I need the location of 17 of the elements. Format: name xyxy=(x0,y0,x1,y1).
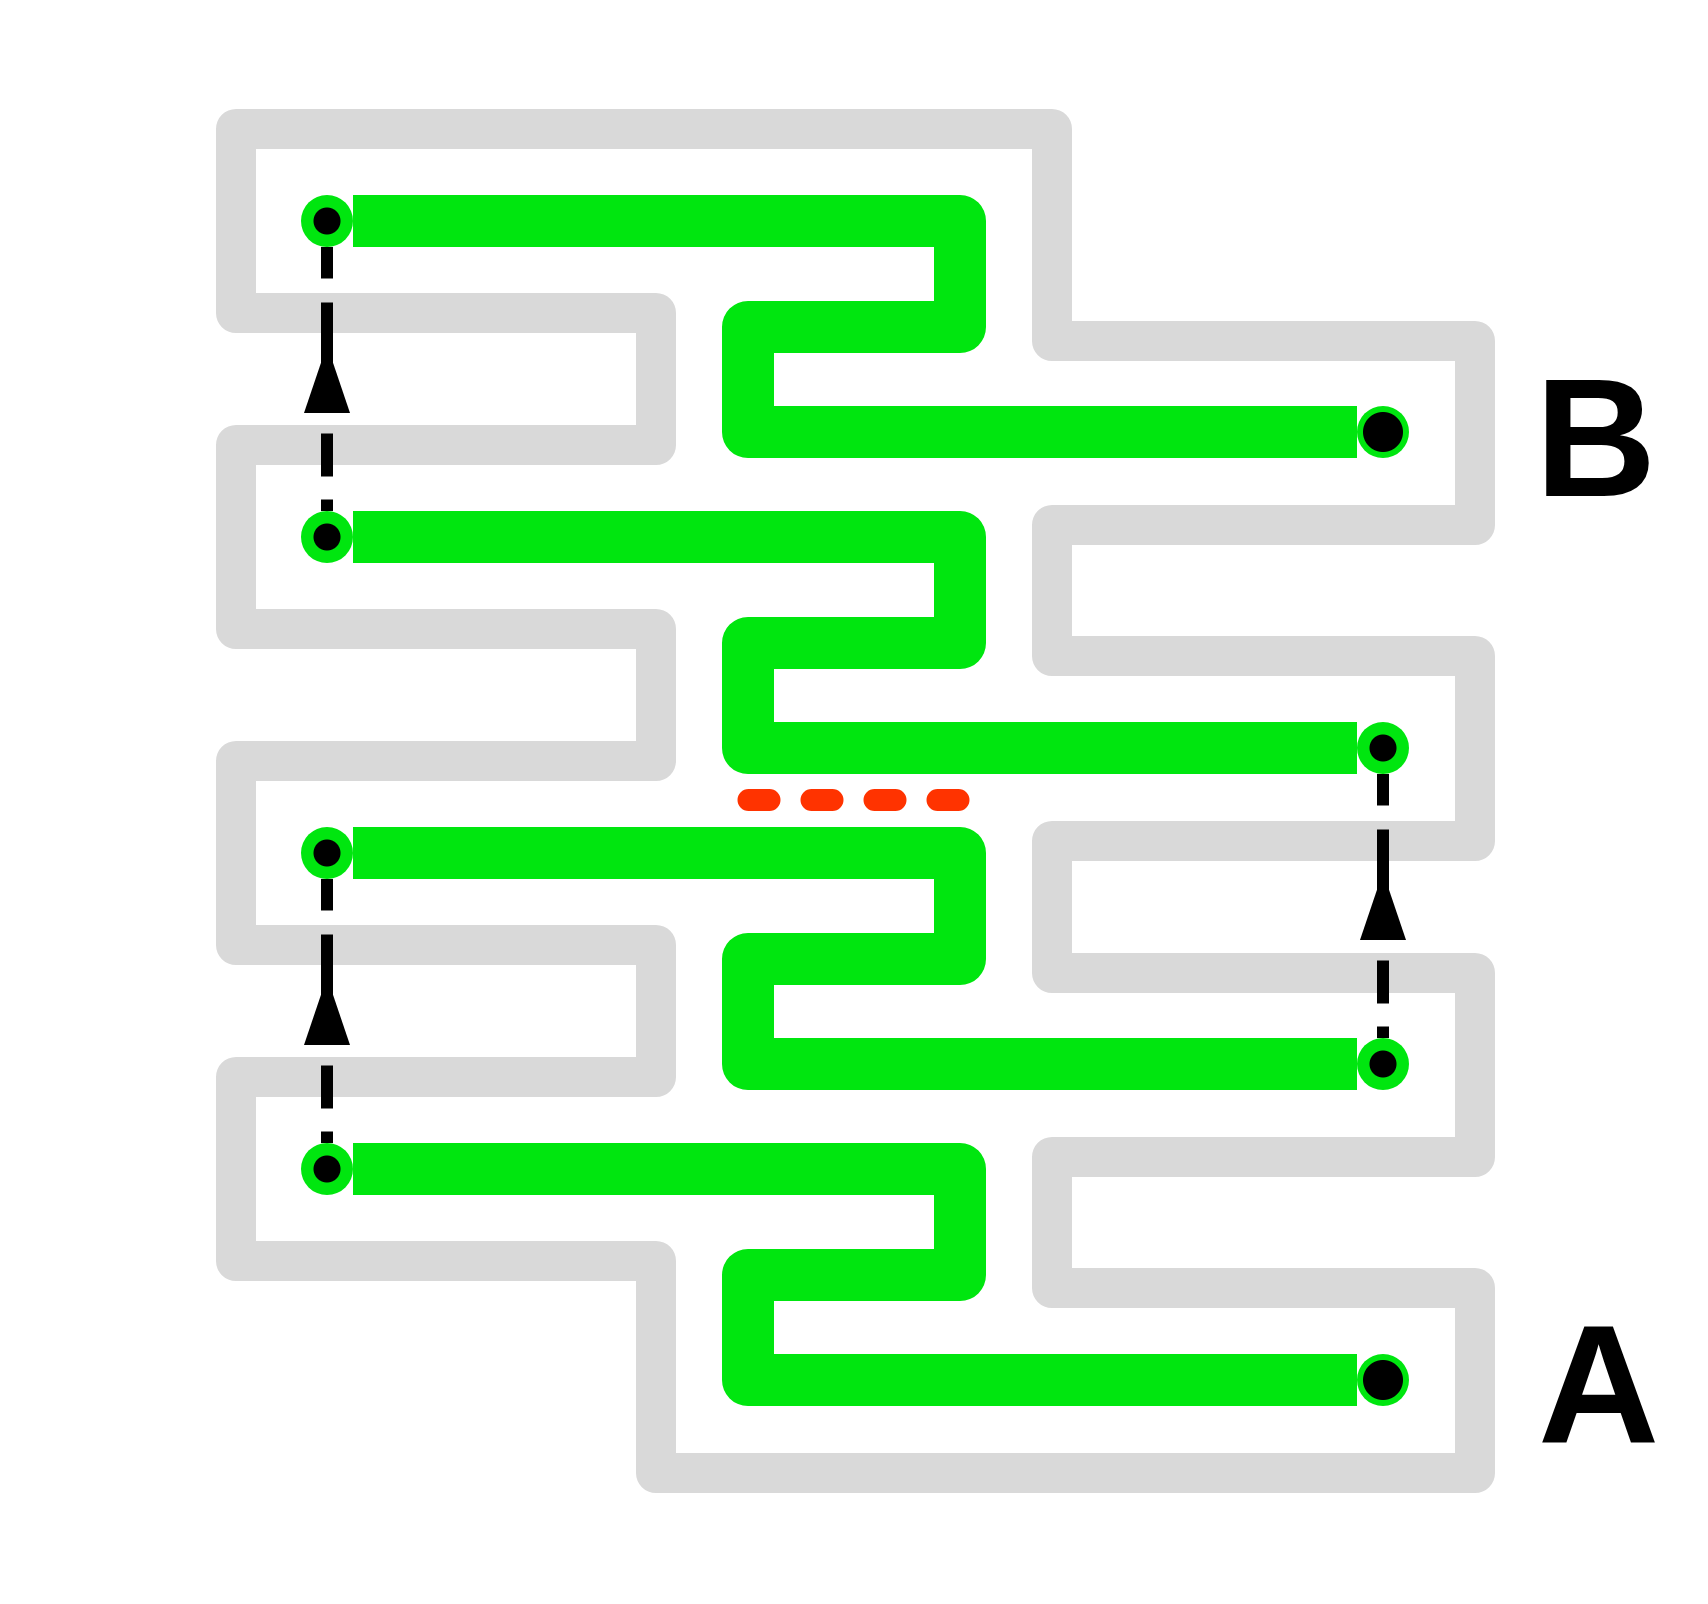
endpoint-dot xyxy=(301,195,353,247)
dashed-arrow xyxy=(1360,774,1406,1038)
endpoint-dot xyxy=(301,827,353,879)
track-path xyxy=(353,195,1357,458)
endpoint-dot xyxy=(1357,1354,1409,1406)
point-label: A xyxy=(1538,1301,1660,1469)
track-path xyxy=(353,511,1357,774)
endpoint-dot xyxy=(1357,722,1409,774)
track-path xyxy=(353,1143,1357,1406)
point-label: B xyxy=(1535,354,1657,522)
endpoint-dot xyxy=(1357,406,1409,458)
dashed-arrow xyxy=(304,247,350,511)
endpoint-dot xyxy=(1357,1038,1409,1090)
track-path xyxy=(353,827,1357,1090)
endpoint-dot xyxy=(301,511,353,563)
endpoint-dot xyxy=(301,1143,353,1195)
dashed-arrow xyxy=(304,879,350,1143)
